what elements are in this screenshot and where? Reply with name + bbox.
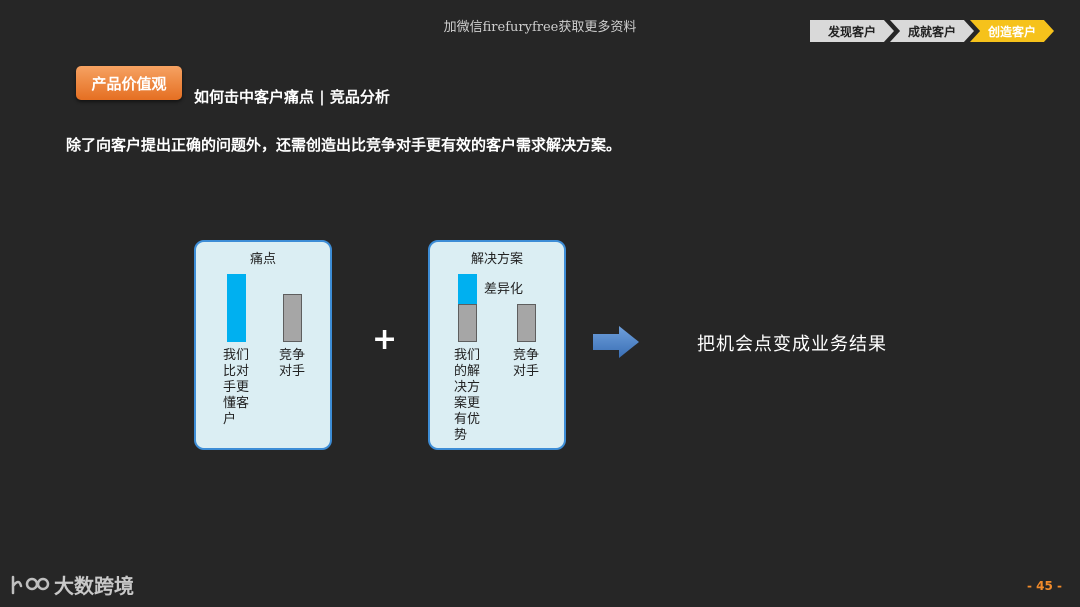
- our-understanding-label: 我们 比对 手更 懂客 户: [223, 348, 250, 427]
- nav-step-achieve[interactable]: 成就客户: [890, 20, 974, 42]
- nav-step-discover[interactable]: 发现客户: [810, 20, 894, 42]
- page-subtitle: 如何击中客户痛点 | 竞品分析: [194, 88, 390, 106]
- solution-card: 解决方案 差异化 我们 的解 决方 案更 有优 势 竞争 对手: [428, 240, 566, 450]
- right-arrow-icon: [593, 326, 639, 358]
- competitor-solution-bar: [517, 304, 536, 342]
- brand-mark-icon: [11, 575, 50, 594]
- pain-point-card: 痛点 我们 比对 手更 懂客 户 竞争 对手: [194, 240, 332, 450]
- differentiation-label: 差异化: [484, 282, 524, 297]
- intro-text: 除了向客户提出正确的问题外，还需创造出比竞争对手更有效的客户需求解决方案。: [66, 136, 622, 154]
- differentiation-bar: [458, 274, 477, 304]
- our-solution-label: 我们 的解 决方 案更 有优 势: [454, 348, 481, 443]
- our-solution-bar: [458, 304, 477, 342]
- page-number: - 45 -: [1026, 579, 1062, 593]
- result-text: 把机会点变成业务结果: [697, 334, 887, 355]
- our-bar: [227, 274, 246, 342]
- brand-logo: 大数跨境: [10, 570, 134, 599]
- section-tag: 产品价值观: [76, 66, 182, 100]
- top-note: 加微信firefuryfree获取更多资料: [443, 20, 637, 35]
- plus-symbol: +: [372, 322, 398, 357]
- nav-step-create[interactable]: 创造客户: [970, 20, 1054, 42]
- progress-nav: 发现客户 成就客户 创造客户: [810, 20, 1054, 42]
- solution-title: 解决方案: [470, 252, 523, 267]
- competitor-bar: [283, 294, 302, 342]
- competitor-label: 竞争 对手: [279, 348, 306, 379]
- brand-name: 大数跨境: [54, 574, 134, 598]
- competitor-solution-label: 竞争 对手: [513, 348, 540, 379]
- pain-point-title: 痛点: [249, 252, 276, 267]
